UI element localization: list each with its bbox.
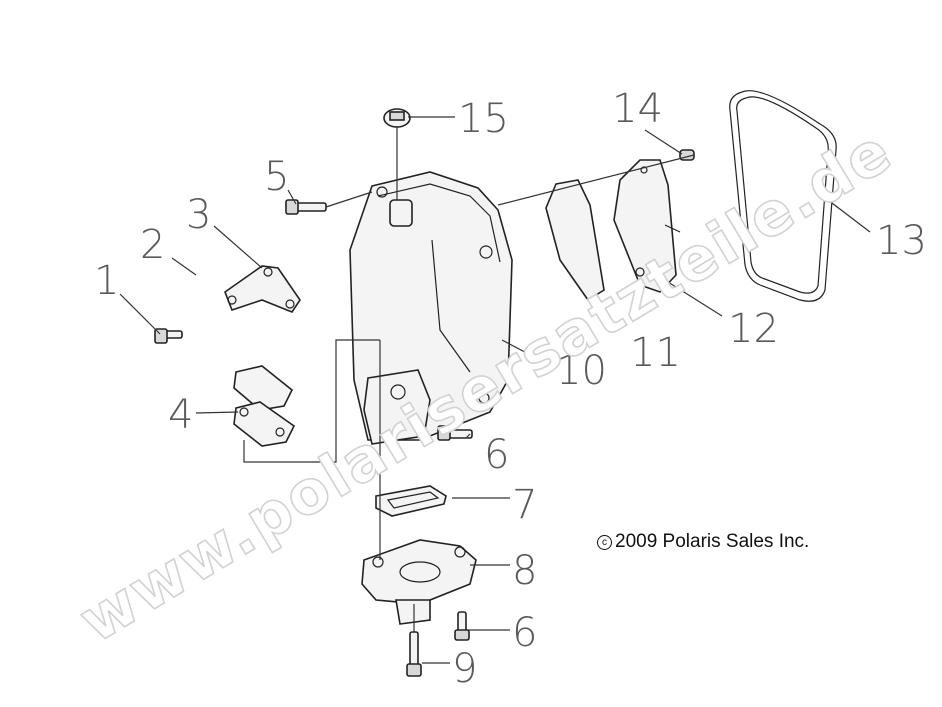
part-9-bolt xyxy=(406,631,422,677)
callout-6-lower: 6 xyxy=(512,610,537,656)
copyright-symbol: c xyxy=(597,535,612,550)
part-2-tube xyxy=(184,265,264,381)
part-8-plate xyxy=(361,539,477,625)
callout-13: 13 xyxy=(876,218,927,264)
callout-7: 7 xyxy=(512,482,537,528)
part-12-plate xyxy=(613,159,681,293)
copyright-text: 2009 Polaris Sales Inc. xyxy=(615,531,810,552)
callout-4: 4 xyxy=(168,392,193,438)
part-1-bolt xyxy=(154,328,183,344)
part-4-flange xyxy=(233,365,296,447)
part-15-clamp xyxy=(383,108,411,128)
callout-2: 2 xyxy=(140,222,165,268)
part-7-gasket xyxy=(375,485,447,517)
callout-14: 14 xyxy=(612,86,663,132)
leader-lines xyxy=(119,116,871,664)
part-3-bracket xyxy=(224,265,301,313)
callout-10: 10 xyxy=(556,348,607,394)
part-6-bolt-lower xyxy=(454,611,470,641)
part-5-bolt xyxy=(285,199,327,215)
part-13-seal xyxy=(729,90,837,302)
callout-8: 8 xyxy=(512,548,537,594)
callout-3: 3 xyxy=(186,192,211,238)
callout-labels: 1 2 3 4 5 6 7 8 6 9 10 11 12 13 14 15 xyxy=(94,86,927,692)
callout-11: 11 xyxy=(630,330,681,376)
callout-9: 9 xyxy=(452,646,477,692)
callout-15: 15 xyxy=(458,96,509,142)
callout-6-upper: 6 xyxy=(484,432,509,478)
callout-1: 1 xyxy=(94,258,119,304)
callout-5: 5 xyxy=(264,154,289,200)
part-6-bolt-upper xyxy=(437,425,473,441)
callout-12: 12 xyxy=(728,306,779,352)
